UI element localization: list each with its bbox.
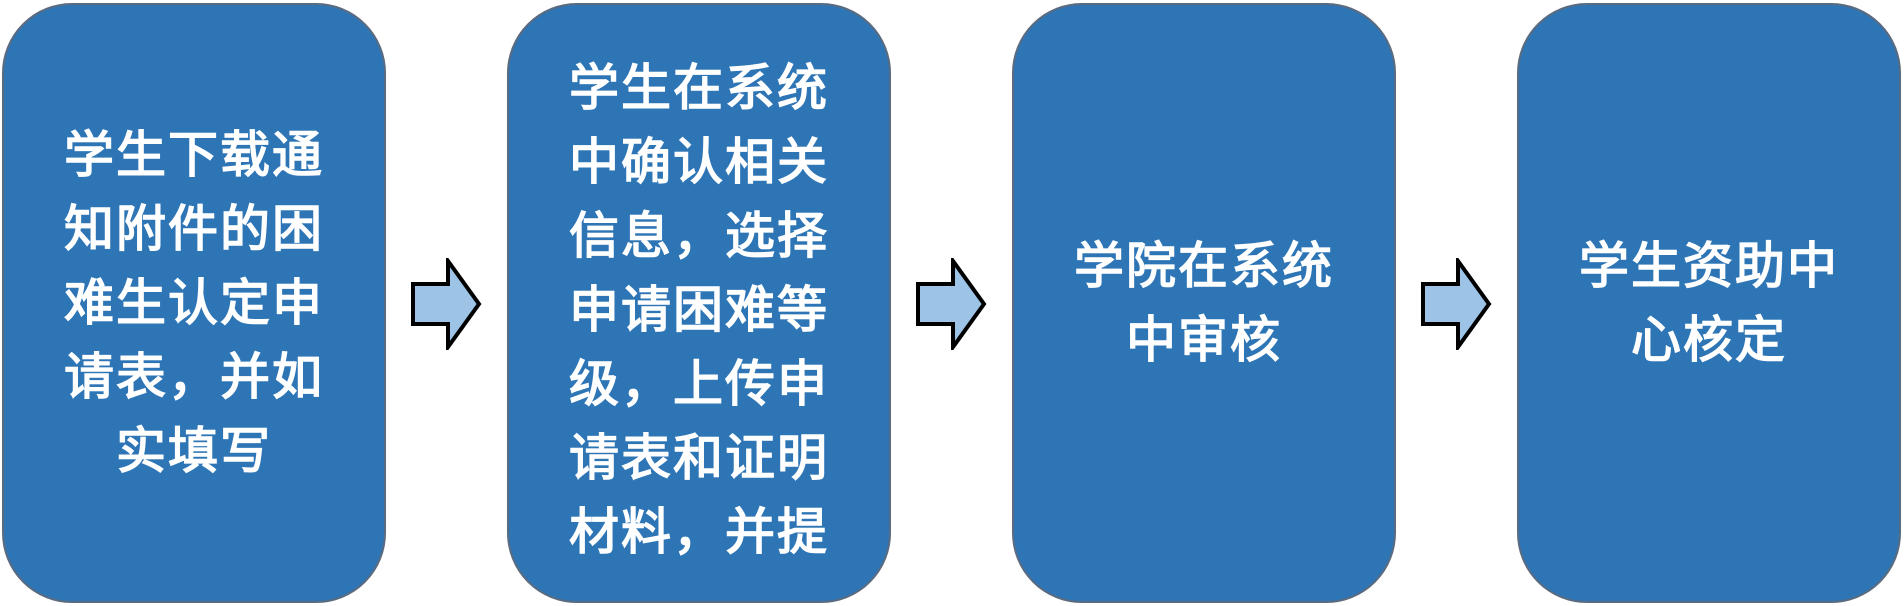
step-text: 学生下载通 知附件的困 难生认定申 请表，并如 实填写	[64, 126, 324, 480]
step-text: 学生在系统 中确认相关 信息，选择 申请困难等 级，上传申 请表和证明 材料，并…	[569, 59, 829, 561]
right-arrow-icon	[916, 258, 987, 350]
step-box-aid-center-approve: 学生资助中 心核定	[1517, 3, 1901, 603]
step-box-download-form: 学生下载通 知附件的困 难生认定申 请表，并如 实填写	[2, 3, 386, 603]
step-box-college-review: 学院在系统 中审核	[1012, 3, 1396, 603]
step-text: 学院在系统 中审核	[1074, 237, 1334, 369]
step-text: 学生资助中 心核定	[1579, 237, 1839, 369]
step-box-system-confirm: 学生在系统 中确认相关 信息，选择 申请困难等 级，上传申 请表和证明 材料，并…	[507, 3, 891, 603]
right-arrow-icon	[1421, 258, 1492, 350]
right-arrow-icon	[411, 258, 482, 350]
